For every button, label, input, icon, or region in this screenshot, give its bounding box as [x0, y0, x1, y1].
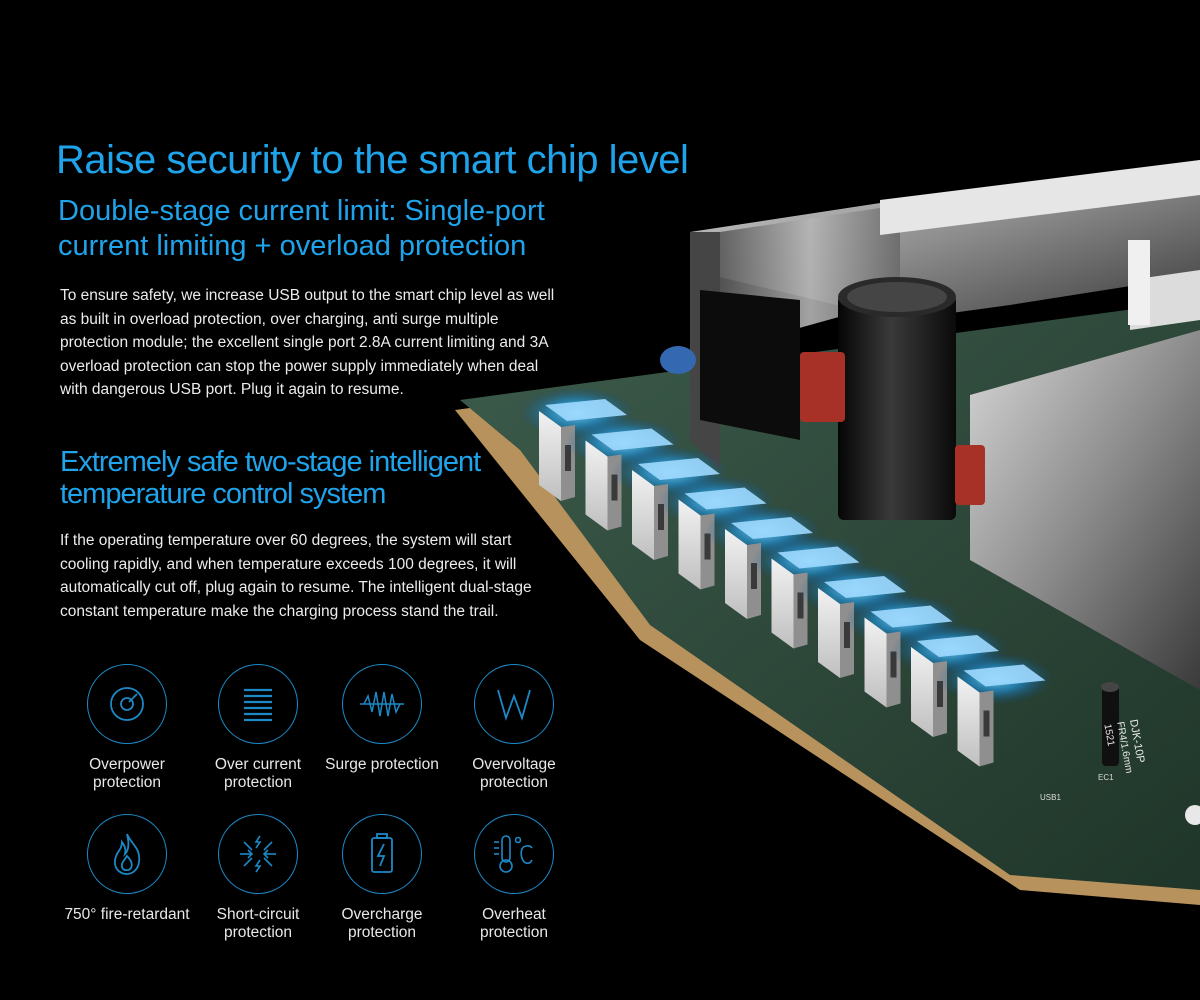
surge-wave-icon	[342, 664, 422, 744]
short-circuit-arrows-icon	[218, 814, 298, 894]
feature-label: Overvoltage protection	[472, 756, 556, 791]
current-limit-description: To ensure safety, we increase USB output…	[60, 287, 555, 398]
gauge-icon	[87, 664, 167, 744]
feature-overheat: Overheat protection	[447, 814, 581, 942]
feature-overcharge: Overcharge protection	[315, 814, 449, 942]
feature-label: Overpower protection	[89, 756, 165, 791]
usb-port	[937, 652, 1054, 767]
flame-icon	[87, 814, 167, 894]
feature-label: Overheat protection	[479, 906, 549, 941]
battery-bolt-icon	[342, 814, 422, 894]
current-limit-subheading: Double-stage current limit: Single-port …	[58, 195, 545, 262]
feature-label: Short-circuit protection	[216, 906, 300, 941]
capacitor-marking: EC1	[1098, 773, 1114, 782]
temperature-control-subheading: Extremely safe two-stage intelligent tem…	[60, 446, 481, 510]
feature-fire-retardant: 750° fire-retardant	[60, 814, 194, 924]
usb-ports-row	[519, 387, 1054, 767]
horizontal-lines-icon	[218, 664, 298, 744]
page-title: Raise security to the smart chip level	[56, 138, 689, 182]
feature-label: Over current protection	[214, 756, 302, 791]
feature-label: Surge protection	[325, 756, 439, 773]
feature-over-current: Over current protection	[191, 664, 325, 792]
feature-label: 750° fire-retardant	[64, 906, 190, 923]
thermometer-celsius-icon	[474, 814, 554, 894]
usb-port	[612, 446, 728, 560]
temperature-control-description: If the operating temperature over 60 deg…	[60, 532, 532, 620]
w-wave-icon	[474, 664, 554, 744]
protection-features-grid: Overpower protection Over current protec…	[60, 664, 580, 964]
board-code-marking: 1521	[1101, 723, 1116, 747]
usb-port-marking: USB1	[1040, 793, 1061, 802]
feature-short-circuit: Short-circuit protection	[191, 814, 325, 942]
feature-surge: Surge protection	[315, 664, 449, 774]
feature-overvoltage: Overvoltage protection	[447, 664, 581, 792]
feature-overpower: Overpower protection	[60, 664, 194, 792]
feature-label: Overcharge protection	[341, 906, 423, 941]
